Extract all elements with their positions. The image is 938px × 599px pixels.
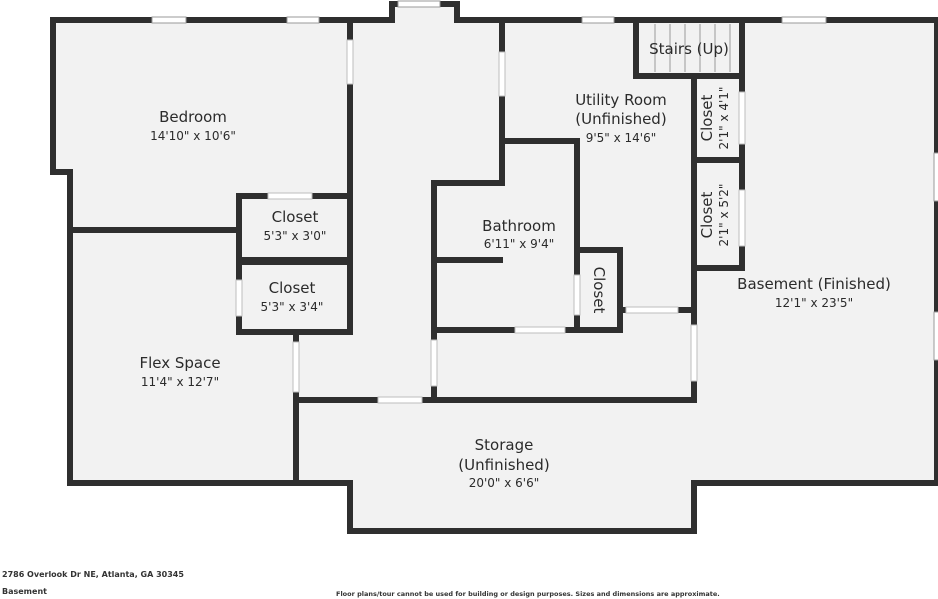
property-address: 2786 Overlook Dr NE, Atlanta, GA 30345 <box>2 570 184 579</box>
floor-area <box>53 4 937 531</box>
closet4-dims: 2'1" x 4'1" <box>717 87 731 150</box>
storage-name-2: (Unfinished) <box>458 456 549 474</box>
closet5-dims: 2'1" x 5'2" <box>717 184 731 247</box>
closet5-name: Closet <box>698 192 716 239</box>
doorways <box>235 39 746 404</box>
closet3-name: Closet <box>590 267 608 314</box>
flex-name: Flex Space <box>139 354 220 372</box>
closet1-name: Closet <box>272 208 319 226</box>
windows <box>151 0 938 361</box>
utility-name-2: (Unfinished) <box>575 110 666 128</box>
bathroom-name: Bathroom <box>482 217 556 235</box>
closet2-name: Closet <box>269 279 316 297</box>
basement-dims: 12'1" x 23'5" <box>775 296 853 310</box>
storage-name: Storage <box>475 436 534 454</box>
closet4-name: Closet <box>698 95 716 142</box>
stairs-name: Stairs (Up) <box>649 40 729 58</box>
closet2-dims: 5'3" x 3'4" <box>261 300 324 314</box>
floor-level: Basement <box>2 587 47 596</box>
storage-dims: 20'0" x 6'6" <box>469 476 540 490</box>
disclaimer: Floor plans/tour cannot be used for buil… <box>336 590 720 598</box>
closet1-dims: 5'3" x 3'0" <box>264 229 327 243</box>
basement-name: Basement (Finished) <box>737 275 891 293</box>
utility-name: Utility Room <box>575 91 667 109</box>
stair-treads <box>654 24 731 72</box>
utility-dims: 9'5" x 14'6" <box>586 131 657 145</box>
bathroom-dims: 6'11" x 9'4" <box>484 237 555 251</box>
flex-dims: 11'4" x 12'7" <box>141 375 219 389</box>
bedroom-dims: 14'10" x 10'6" <box>150 129 236 143</box>
bedroom-name: Bedroom <box>159 108 227 126</box>
